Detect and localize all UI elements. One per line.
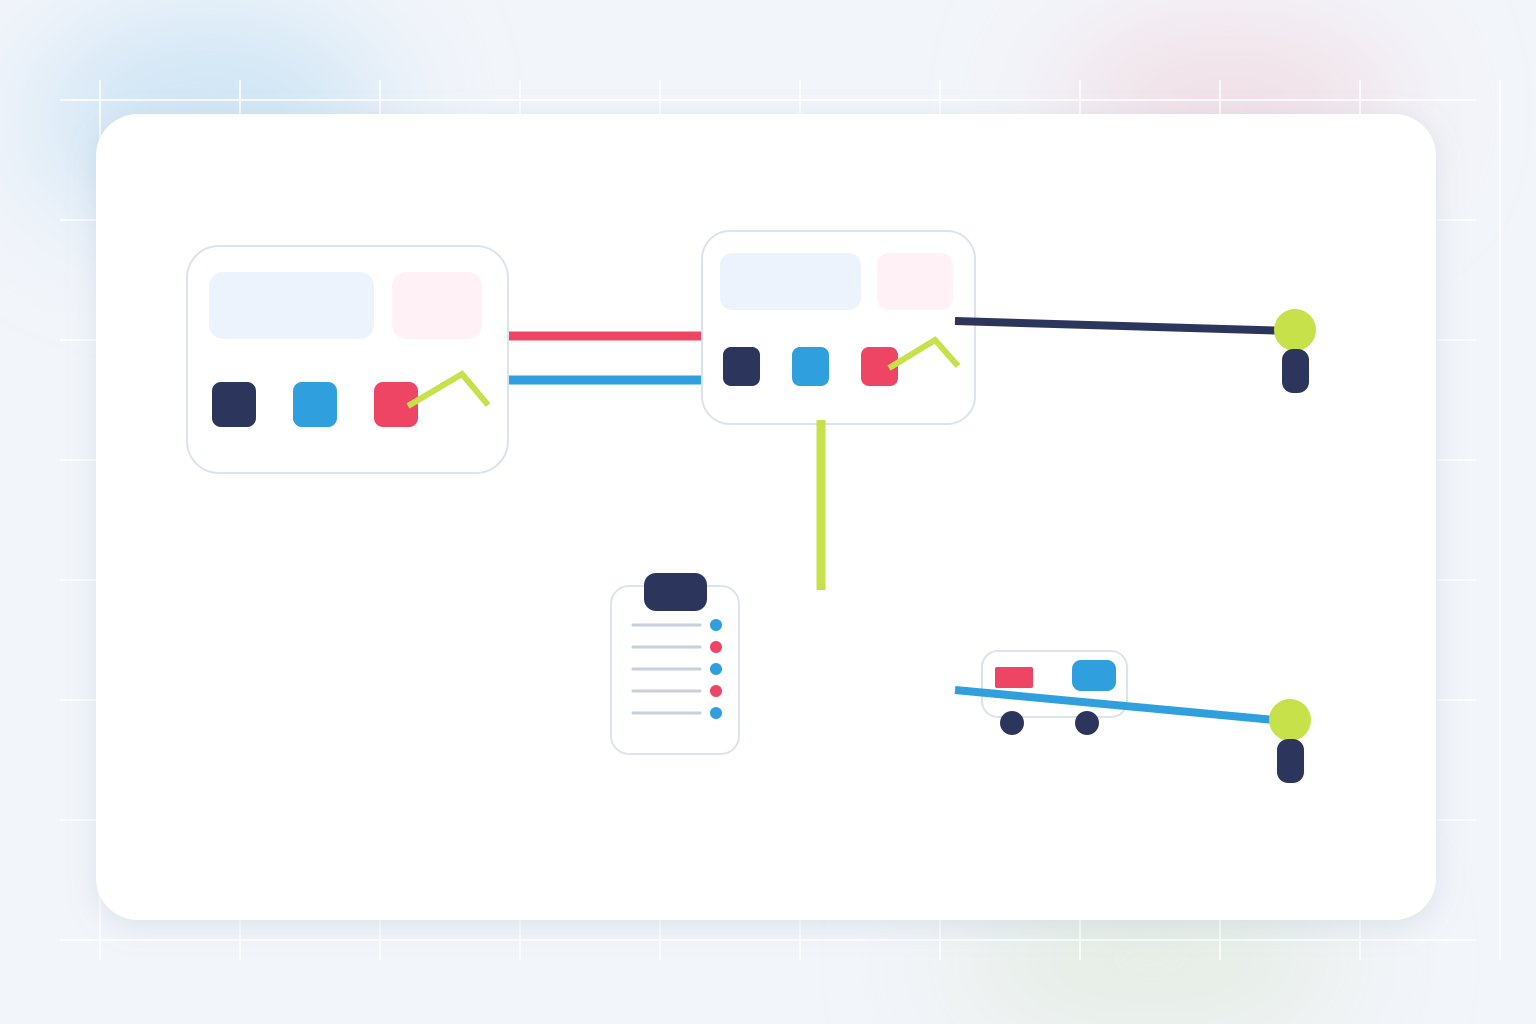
checklist-bullet	[710, 619, 722, 631]
module-right	[701, 230, 976, 425]
module-left-square-red	[374, 382, 418, 427]
module-left-panel-pink	[392, 272, 482, 339]
module-left-panel-blue	[209, 272, 374, 339]
module-right-panel-pink	[877, 253, 953, 310]
cart-wheel-left	[1000, 711, 1024, 735]
module-right-trend-line	[887, 336, 961, 371]
checklist-bullet	[710, 663, 722, 675]
clipboard-checklist	[610, 573, 740, 755]
connector-navy-to-person	[954, 317, 1291, 335]
person-top	[1274, 309, 1316, 393]
cart-wheel-right	[1075, 711, 1099, 735]
module-right-square-blue	[792, 347, 829, 386]
blob-green	[950, 890, 1350, 1024]
cart-blue-block	[1072, 660, 1116, 691]
person-top-body	[1282, 349, 1309, 393]
module-left-square-blue	[293, 382, 337, 427]
module-left-trend-line	[406, 370, 491, 409]
module-right-panel-blue	[720, 253, 861, 310]
person-icon	[1269, 699, 1311, 741]
module-right-square-navy	[723, 347, 760, 386]
person-bottom-body	[1277, 739, 1304, 783]
module-right-square-red	[861, 347, 898, 386]
checklist-bullet	[710, 641, 722, 653]
checklist-rows	[631, 619, 722, 719]
clipboard-clip	[644, 573, 707, 611]
module-left-square-navy	[212, 382, 256, 427]
connector-blue-to-person	[954, 686, 1286, 725]
checklist-bullet	[710, 707, 722, 719]
checklist-bullet	[710, 685, 722, 697]
module-left	[186, 245, 509, 474]
cart-red-block	[995, 667, 1033, 688]
person-icon	[1274, 309, 1316, 351]
person-bottom	[1269, 699, 1311, 783]
